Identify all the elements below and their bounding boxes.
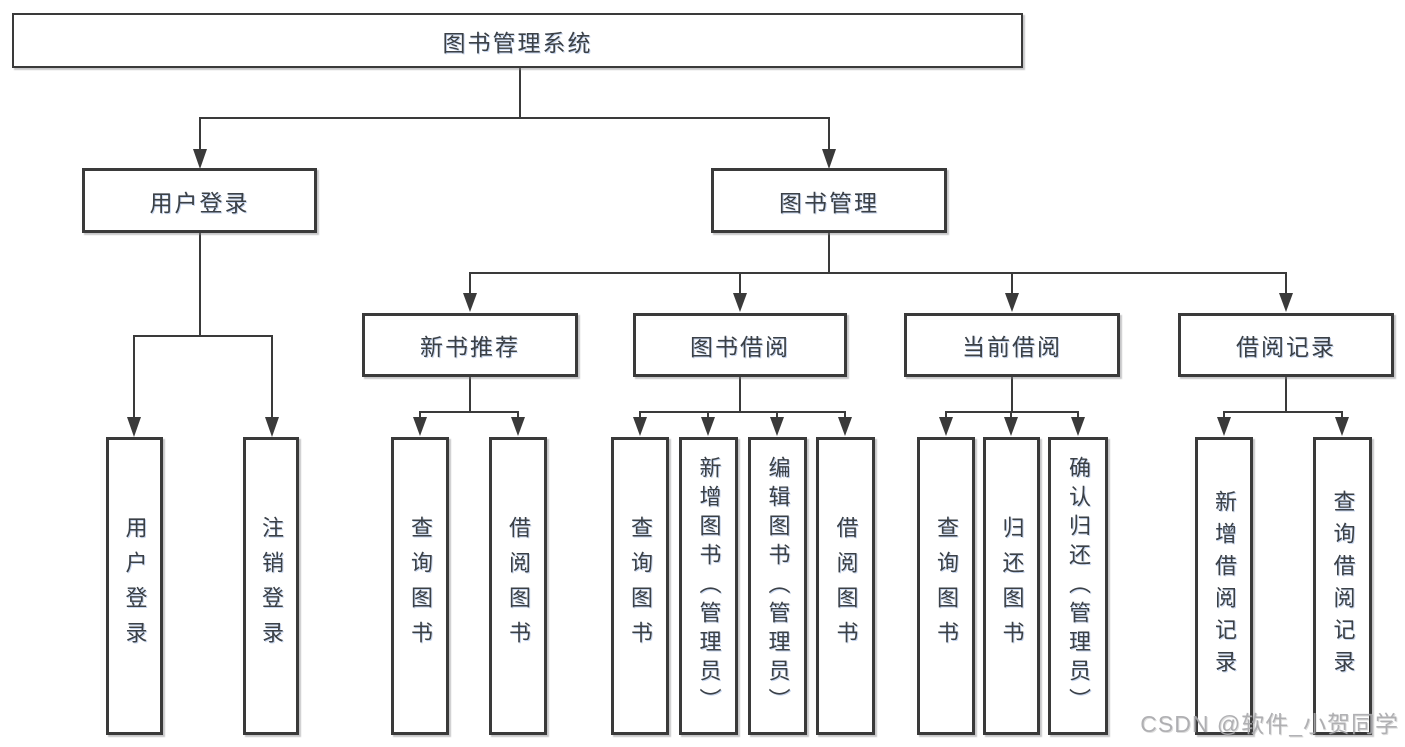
node-new-book-recommend: 新书推荐 (362, 313, 578, 377)
leaf-add-books-admin-label: 新增图书（管理员） (696, 455, 722, 717)
node-book-borrow: 图书借阅 (633, 313, 847, 377)
leaf-query-books-recommend: 查询图书 (391, 437, 449, 735)
leaf-query-borrow-record-label: 查询借阅记录 (1330, 490, 1356, 682)
leaf-query-books-borrow-label: 查询图书 (628, 516, 653, 656)
node-new-book-recommend-label: 新书推荐 (420, 334, 520, 360)
node-current-borrow: 当前借阅 (904, 313, 1120, 377)
leaf-query-books-current-label: 查询图书 (934, 516, 959, 656)
leaf-user-login: 用户登录 (106, 437, 163, 735)
leaf-confirm-return-admin: 确认归还（管理员） (1048, 437, 1108, 735)
leaf-return-books: 归还图书 (983, 437, 1040, 735)
leaf-query-books-current: 查询图书 (917, 437, 975, 735)
node-book-management: 图书管理 (711, 168, 947, 233)
leaf-add-borrow-record: 新增借阅记录 (1195, 437, 1253, 735)
leaf-borrow-books-label: 借阅图书 (833, 516, 859, 656)
leaf-query-borrow-record: 查询借阅记录 (1313, 437, 1372, 735)
leaf-borrow-books-recommend-label: 借阅图书 (506, 516, 531, 656)
node-user-login-label: 用户登录 (149, 189, 250, 216)
csdn-watermark: CSDN @软件_小贺同学 (1140, 711, 1399, 737)
leaf-query-books-borrow: 查询图书 (611, 437, 669, 735)
leaf-logout: 注销登录 (243, 437, 299, 735)
node-system-root: 图书管理系统 (12, 13, 1023, 68)
leaf-edit-books-admin: 编辑图书（管理员） (748, 437, 807, 735)
leaf-query-books-recommend-label: 查询图书 (408, 516, 433, 656)
node-system-root-label: 图书管理系统 (442, 29, 593, 56)
leaf-borrow-books-recommend: 借阅图书 (489, 437, 547, 735)
node-book-borrow-label: 图书借阅 (690, 334, 790, 360)
node-book-management-label: 图书管理 (779, 189, 879, 216)
node-borrow-records-label: 借阅记录 (1236, 334, 1336, 360)
leaf-add-borrow-record-label: 新增借阅记录 (1212, 490, 1237, 682)
node-current-borrow-label: 当前借阅 (962, 334, 1062, 360)
leaf-return-books-label: 归还图书 (999, 516, 1025, 656)
leaf-logout-label: 注销登录 (259, 516, 284, 656)
leaf-add-books-admin: 新增图书（管理员） (679, 437, 738, 735)
node-user-login: 用户登录 (82, 168, 317, 233)
leaf-borrow-books: 借阅图书 (816, 437, 875, 735)
node-borrow-records: 借阅记录 (1178, 313, 1394, 377)
leaf-confirm-return-admin-label: 确认归还（管理员） (1066, 455, 1091, 717)
leaf-user-login-label: 用户登录 (122, 516, 148, 656)
leaf-edit-books-admin-label: 编辑图书（管理员） (765, 455, 791, 717)
